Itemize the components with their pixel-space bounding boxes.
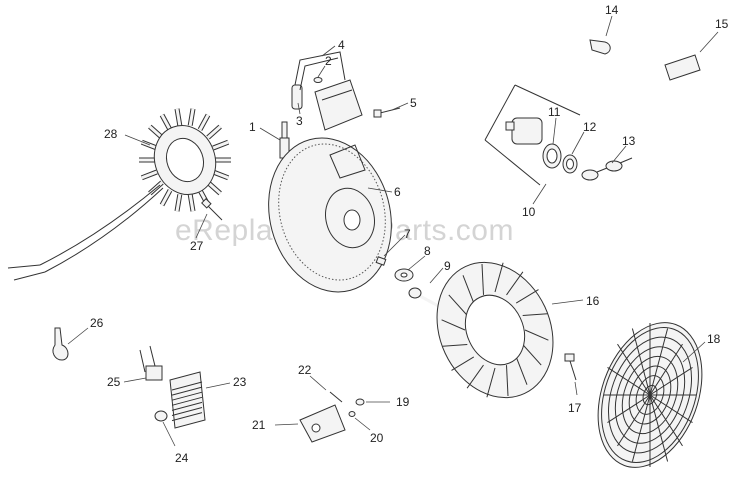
- label-part-10: 10: [522, 205, 536, 219]
- label-part-6: 6: [394, 185, 401, 199]
- part-15-connector: [664, 54, 701, 81]
- part-18-screen: [597, 322, 703, 468]
- part-2-clip: [313, 77, 323, 83]
- part-3-boot: [291, 84, 303, 110]
- label-part-28: 28: [104, 127, 118, 141]
- label-part-20: 20: [370, 431, 384, 445]
- label-part-15: 15: [715, 17, 729, 31]
- part-12-nut: [562, 154, 578, 174]
- label-part-4: 4: [338, 38, 345, 52]
- label-part-17: 17: [568, 401, 582, 415]
- label-part-12: 12: [583, 120, 597, 134]
- label-part-21: 21: [252, 418, 266, 432]
- label-part-19: 19: [396, 395, 410, 409]
- label-part-7: 7: [404, 227, 411, 241]
- part-5-screw: [373, 107, 401, 118]
- part-4-ignition-module: [294, 51, 363, 131]
- part-8-washer: [394, 268, 414, 282]
- part-labels: 1 2 3 4 5 6 7 8 9 10 11 12 13 14 15 16 1…: [90, 3, 729, 465]
- label-part-24: 24: [175, 451, 189, 465]
- label-part-3: 3: [296, 114, 303, 128]
- part-20-washer: [348, 411, 356, 417]
- part-13-keys: [581, 157, 633, 181]
- label-part-11: 11: [548, 105, 561, 119]
- label-part-16: 16: [586, 294, 600, 308]
- label-part-22: 22: [298, 363, 312, 377]
- label-part-18: 18: [707, 332, 721, 346]
- part-19-nut: [355, 398, 365, 406]
- label-part-8: 8: [424, 244, 431, 258]
- part-16-fan: [436, 261, 554, 399]
- label-part-1: 1: [249, 120, 256, 134]
- label-part-27: 27: [190, 239, 204, 253]
- label-part-26: 26: [90, 316, 104, 330]
- part-7-key: [375, 256, 387, 266]
- label-part-5: 5: [410, 96, 417, 110]
- leader-lines: [67, 15, 719, 447]
- label-part-13: 13: [622, 134, 636, 148]
- part-26-clip: [52, 327, 69, 361]
- part-27-screw: [201, 198, 223, 221]
- label-part-2: 2: [325, 54, 332, 68]
- label-part-14: 14: [605, 3, 619, 17]
- part-25-bracket: [139, 345, 163, 381]
- part-22-screw: [329, 391, 343, 403]
- part-28-stator: [7, 108, 231, 281]
- part-23-rectifier: [169, 371, 206, 429]
- part-14-clip: [589, 39, 611, 55]
- part-10-key-switch-assembly: [484, 84, 581, 186]
- label-part-9: 9: [444, 259, 451, 273]
- part-17-screw: [564, 353, 577, 381]
- part-9-bolt: [408, 287, 443, 310]
- part-6-flywheel: [268, 137, 392, 293]
- part-11-switch: [505, 117, 562, 169]
- label-part-25: 25: [107, 375, 121, 389]
- part-24-screw: [154, 410, 168, 422]
- label-part-23: 23: [233, 375, 247, 389]
- part-21-sensor: [299, 404, 346, 443]
